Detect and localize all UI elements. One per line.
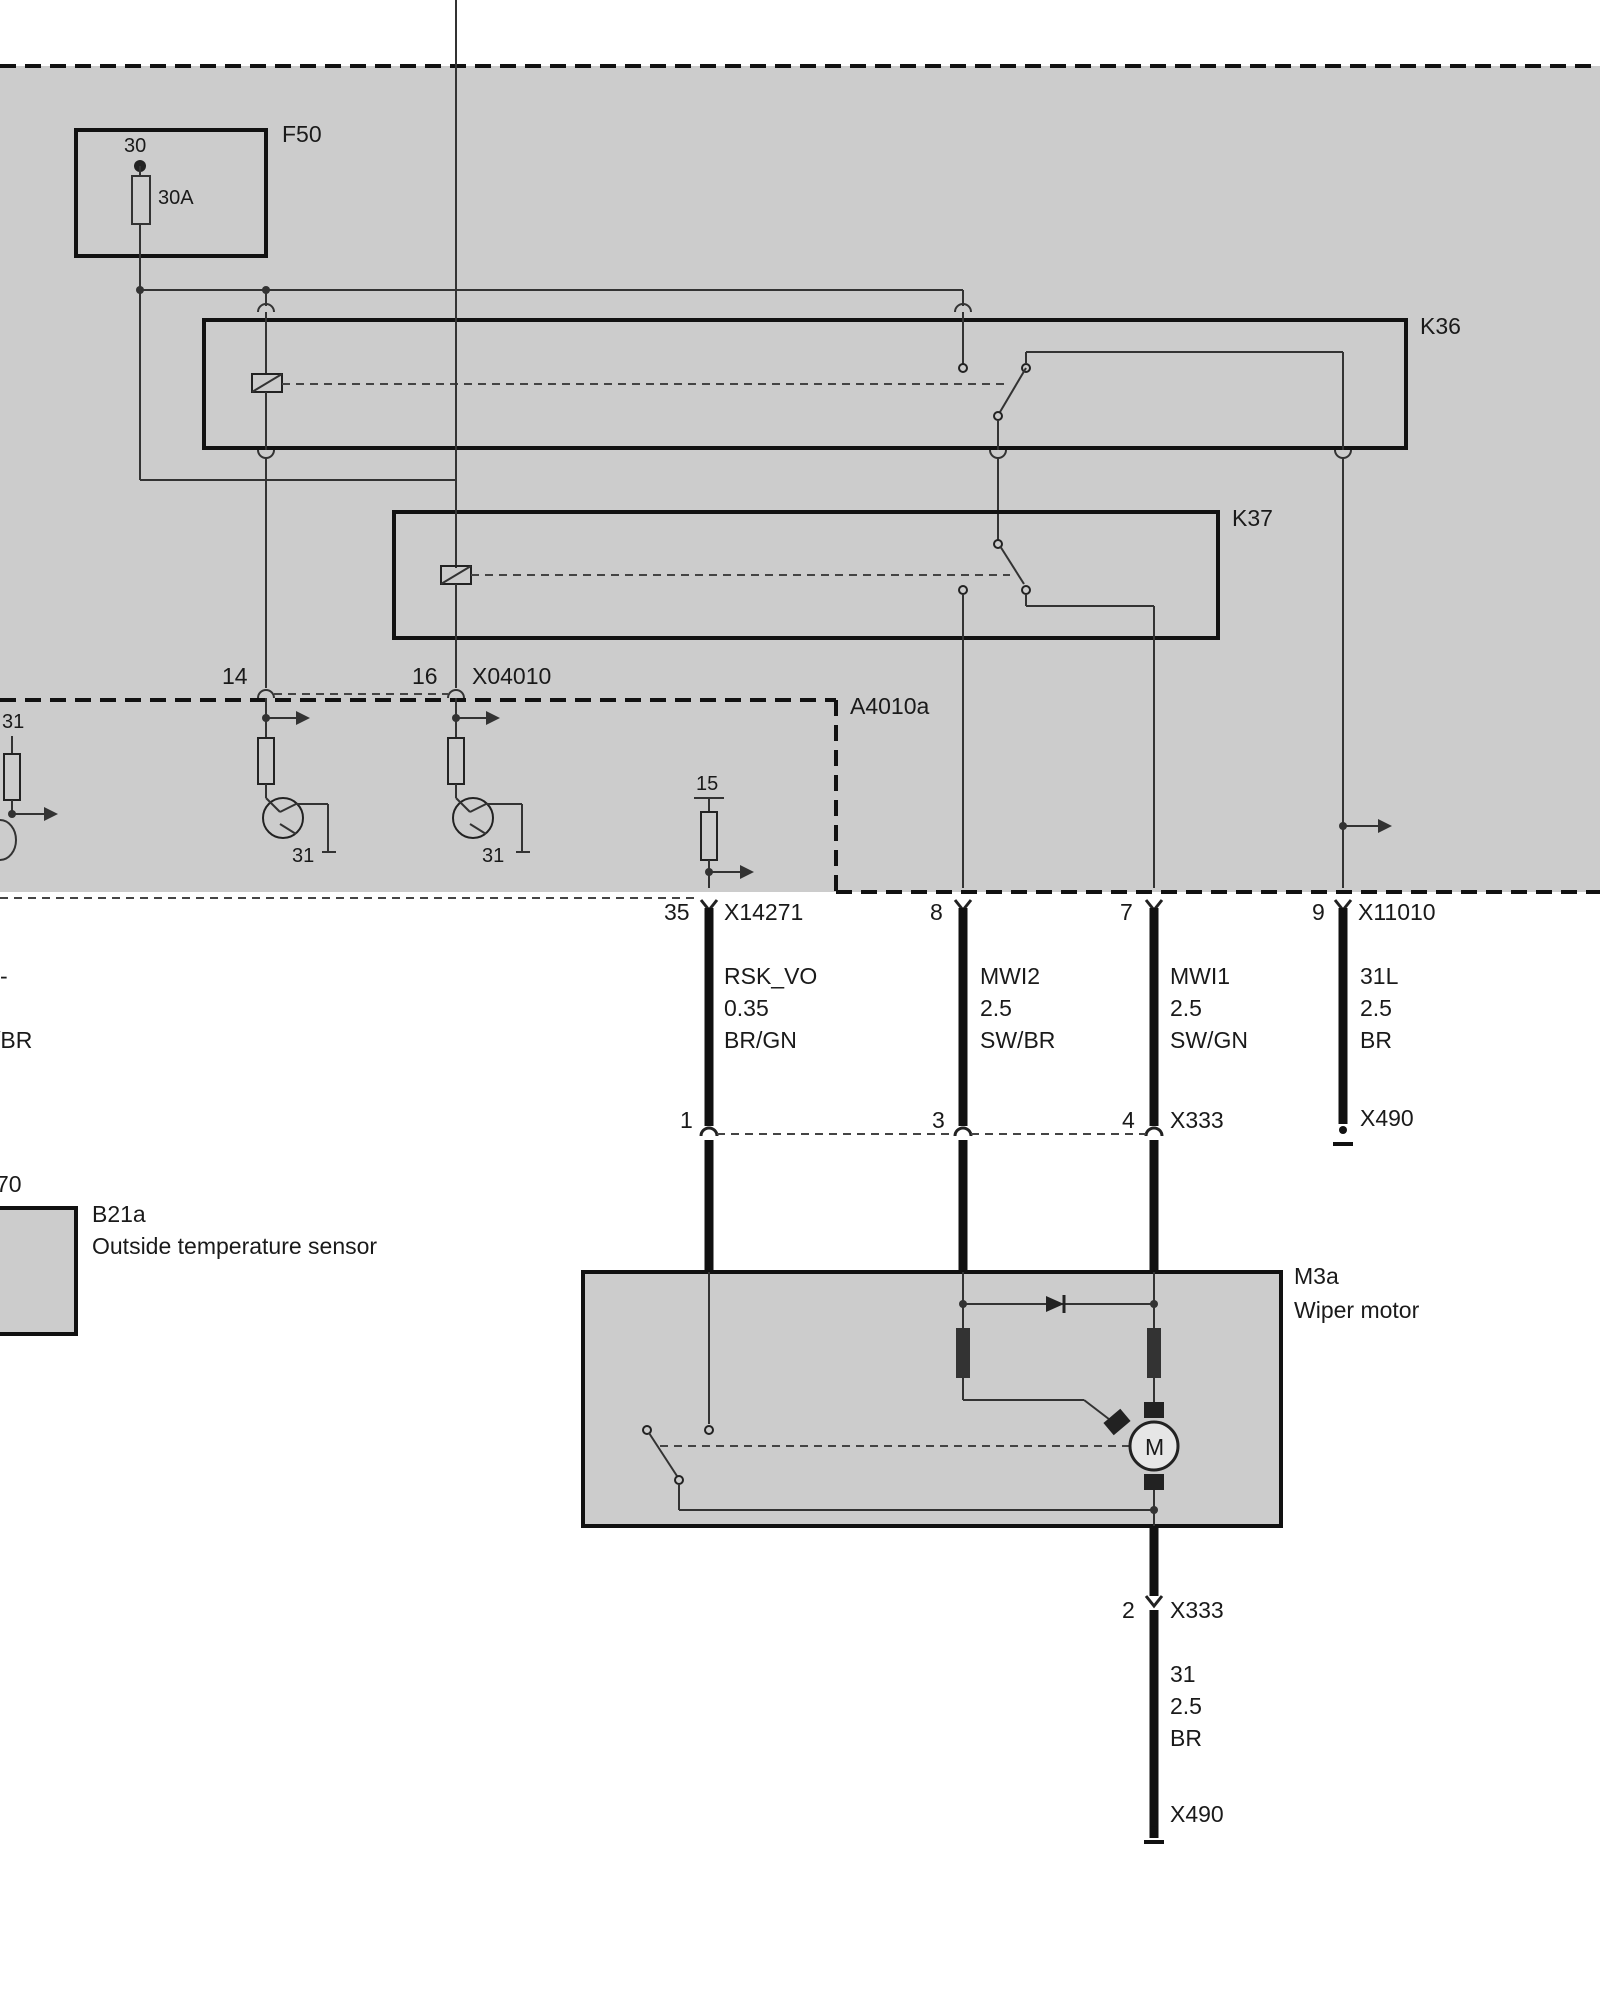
- fuse-rating: 30A: [158, 187, 194, 209]
- wire-mwi1: MWI1 2.5 SW/GN: [1170, 963, 1248, 1053]
- relay-k36: K36: [202, 303, 1461, 459]
- x333-ref: X333: [1170, 1107, 1224, 1133]
- ground-x490-right: X490: [1333, 1105, 1414, 1146]
- fuse-ref: F50: [282, 121, 322, 147]
- wire-rsk-vo: RSK_VO 0.35 BR/GN: [724, 963, 817, 1053]
- wire-signal: 31: [1170, 1661, 1196, 1687]
- connector-x333-bottom: 2 X333: [1122, 1595, 1224, 1623]
- pin-9: 9: [1312, 899, 1325, 925]
- relay-k37-ref: K37: [1232, 505, 1273, 531]
- wire-color: BR: [1360, 1027, 1392, 1053]
- pin-35: 35: [664, 899, 690, 925]
- harness-wires: [704, 908, 1348, 1838]
- driver-stage-pin14: 31: [257, 698, 336, 867]
- control-unit-a4010a: A4010a X04010 14 16 31: [0, 663, 930, 892]
- motor-symbol-circle: [1128, 1420, 1180, 1472]
- x333-pin-2: 2: [1122, 1597, 1135, 1623]
- fuse-terminal: 30: [124, 135, 146, 157]
- wire-gauge: 2.5: [980, 995, 1012, 1021]
- relay-k37: K37: [392, 0, 1273, 888]
- wire-signal: 31L: [1360, 963, 1399, 989]
- pin-8: 8: [930, 899, 943, 925]
- sensor-partial-ref: 70: [0, 1171, 22, 1197]
- connector-pins-row: 35 X14271 8 7 9 X11010: [664, 899, 1436, 925]
- connector-x333-top: 1 3 4 X333: [680, 1107, 1224, 1137]
- wire-color: SW/BR: [980, 1027, 1055, 1053]
- x333-pin-1: 1: [680, 1107, 693, 1133]
- ground-label-2: 31: [482, 845, 504, 867]
- wire-signal: MWI2: [980, 963, 1040, 989]
- sensor-ref: B21a: [92, 1201, 146, 1227]
- connector-x14271: X14271: [724, 899, 803, 925]
- ground-label-1: 31: [292, 845, 314, 867]
- wire-gauge: 0.35: [724, 995, 769, 1021]
- ground-bottom-ref: X490: [1170, 1801, 1224, 1827]
- connector-x11010: X11010: [1358, 899, 1436, 925]
- x333-pin-4: 4: [1122, 1107, 1135, 1133]
- wire-color: BR/GN: [724, 1027, 797, 1053]
- wire-31: 31 2.5 BR: [1170, 1661, 1202, 1751]
- control-unit-ref: A4010a: [850, 693, 930, 719]
- control-unit-pin-16: 16: [412, 663, 438, 689]
- wire-partial-color: /BR: [0, 1027, 32, 1053]
- driver-stage-pin16: 31: [447, 698, 530, 867]
- x333-bottom-ref: X333: [1170, 1597, 1224, 1623]
- wire-gauge: 2.5: [1170, 1693, 1202, 1719]
- control-unit-connector: X04010: [472, 663, 551, 689]
- wire-signal: RSK_VO: [724, 963, 817, 989]
- inter-relay-wiring: [265, 458, 1344, 888]
- relay-k36-ref: K36: [1420, 313, 1461, 339]
- x333-pin-3: 3: [932, 1107, 945, 1133]
- wire-color: SW/GN: [1170, 1027, 1248, 1053]
- signal-arrow-31l: [1339, 819, 1392, 833]
- partial-terminal: 31: [2, 711, 24, 733]
- control-unit-pin-14: 14: [222, 663, 248, 689]
- motor-symbol: M: [1145, 1434, 1164, 1460]
- wire-31l: 31L 2.5 BR: [1360, 963, 1399, 1053]
- wire-signal: MWI1: [1170, 963, 1230, 989]
- sensor-name: Outside temperature sensor: [92, 1233, 377, 1259]
- wire-color: BR: [1170, 1725, 1202, 1751]
- fuse-f50: F50 30 30A: [74, 121, 322, 258]
- wire-gauge: 2.5: [1360, 995, 1392, 1021]
- motor-ref: M3a: [1294, 1263, 1339, 1289]
- wire-partial-dash: -: [0, 963, 8, 989]
- ground-ref: X490: [1360, 1105, 1414, 1131]
- pin-7: 7: [1120, 899, 1133, 925]
- wire-mwi2: MWI2 2.5 SW/BR: [980, 963, 1055, 1053]
- wire-partial-left: - /BR: [0, 963, 32, 1053]
- wire-gauge: 2.5: [1170, 995, 1202, 1021]
- wiper-motor-m3a: M3a Wiper motor M: [581, 1263, 1420, 1528]
- motor-name: Wiper motor: [1294, 1297, 1420, 1323]
- driver-stage-partial: 31: [0, 711, 58, 861]
- supply-label: 15: [696, 773, 718, 795]
- ground-x490-bottom: X490: [1144, 1801, 1224, 1844]
- supply-15: 15: [694, 773, 754, 888]
- sensor-b21a: 70 B21a Outside temperature sensor: [0, 1171, 377, 1336]
